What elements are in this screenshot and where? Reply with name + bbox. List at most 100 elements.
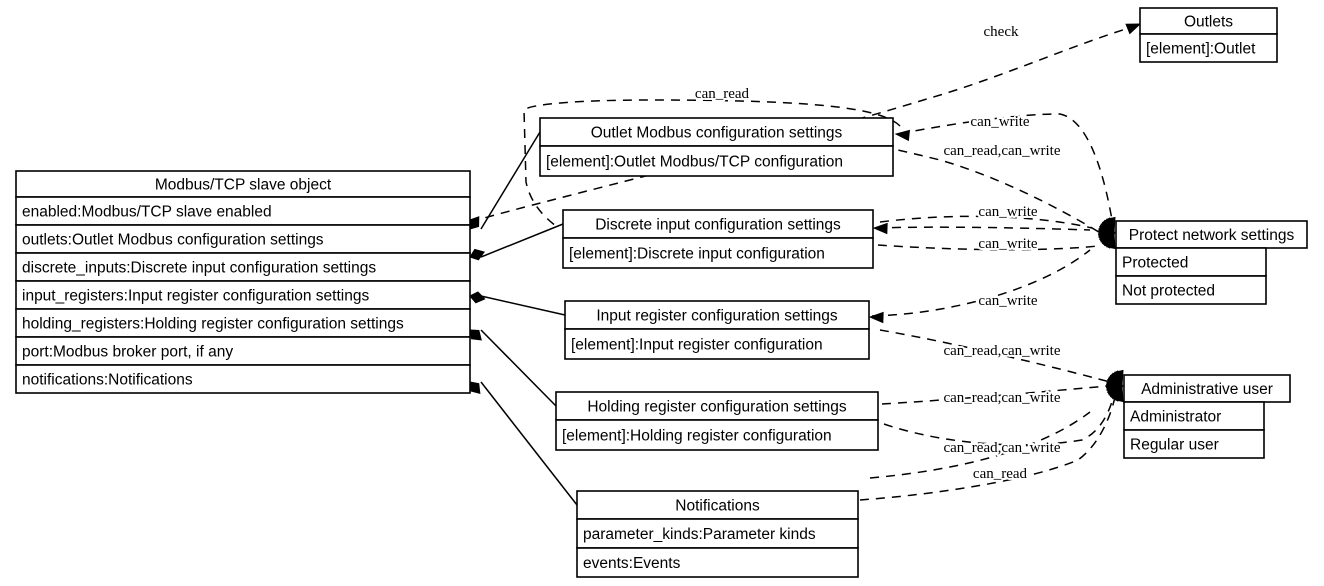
class-attribute-text: holding_registers:Holding register confi… <box>22 316 404 333</box>
composition-diamond-icon <box>469 291 486 304</box>
edge-label-halo: can_read <box>973 466 1028 482</box>
dependency-edge-dep-notifications-to-admin <box>869 411 1091 479</box>
edge-label-halo: can_write <box>978 204 1037 220</box>
dependency-line <box>897 113 1115 233</box>
arrowhead-icon <box>1106 216 1116 235</box>
dependency-edge-dep-discrete-can-write-2 <box>877 244 1099 251</box>
composition-edge-comp-input-registers <box>469 291 566 316</box>
class-box-input-register-configuration-settings[interactable]: Input register configuration settings[el… <box>564 300 870 360</box>
dependency-line <box>879 215 1093 229</box>
class-title-text: Administrative user <box>1141 381 1273 398</box>
edge-label-halo: can_read,can_write <box>943 440 1060 456</box>
edge-label-dep-holding-can-read-can-write: can_read,can_write <box>943 390 1060 406</box>
edge-label-halo: can_read,can_write <box>943 143 1060 159</box>
edge-labels-layer: checkcheckcan_readcan_readcan_writecan_w… <box>693 22 1063 484</box>
class-attribute-cell <box>1139 33 1278 63</box>
composition-line <box>480 131 541 230</box>
dependency-edge-dep-discrete-can-write-1 <box>872 222 1091 235</box>
edge-label-halo: can_write <box>978 236 1037 252</box>
class-title-cell <box>1123 374 1291 403</box>
dependency-edge-dep-outlet-cfg-can-read <box>523 99 901 227</box>
edge-label-dep-discrete-can-write-1: can_write <box>978 204 1037 220</box>
dependency-line <box>875 226 1091 231</box>
edge-label-halo: check <box>984 24 1019 40</box>
edge-label-dep-input-reg-can-read-can-write: can_read,can_write <box>943 343 1060 359</box>
edge-label-dep-discrete-can-write-2: can_write <box>978 236 1037 252</box>
class-attribute-text: [element]:Discrete input configuration <box>569 246 825 263</box>
edges-layer <box>469 23 1142 506</box>
class-attribute-cell <box>1115 275 1267 305</box>
class-title-cell <box>15 170 471 198</box>
class-title-text: Outlets <box>1184 14 1233 31</box>
edge-label-dep-input-reg-can-write: can_write <box>978 293 1037 309</box>
composition-diamond-icon <box>469 329 482 341</box>
dependency-edge-dep-notifications-can-read <box>859 391 1117 501</box>
class-attribute-cell <box>15 336 471 366</box>
class-attribute-text: enabled:Modbus/TCP slave enabled <box>22 204 272 221</box>
arrowhead-icon <box>868 311 884 324</box>
dependency-line <box>523 99 901 227</box>
composition-line <box>480 223 564 258</box>
dependency-edge-dep-outlets-check <box>469 23 1142 223</box>
dependency-line <box>859 391 1117 501</box>
class-box-holding-register-configuration-settings[interactable]: Holding register configuration settings[… <box>555 391 879 451</box>
composition-line <box>480 381 578 506</box>
edge-label-dep-holding-can-read-can-write-2: can_read,can_write <box>943 440 1060 456</box>
edge-label-halo: can_write <box>970 114 1029 130</box>
class-box-administrative-user[interactable]: Administrative userAdministratorRegular … <box>1123 374 1291 459</box>
edge-label-dep-outlet-cfg-can-read: can_read <box>695 86 750 102</box>
class-title-cell <box>539 117 894 147</box>
class-attribute-cell <box>1123 429 1265 459</box>
class-box-outlet-modbus-configuration-settings[interactable]: Outlet Modbus configuration settings[ele… <box>539 117 894 177</box>
dependency-line <box>897 149 1113 241</box>
arrowhead-icon <box>1125 23 1142 35</box>
dependency-edge-dep-discrete-to-protect <box>879 215 1093 229</box>
class-attribute-cell <box>539 145 894 177</box>
class-attribute-text: Protected <box>1122 255 1188 272</box>
dependency-edge-dep-input-reg-can-read-can-write <box>879 329 1111 383</box>
composition-diamond-icon <box>469 248 485 261</box>
class-attribute-cell <box>555 419 879 451</box>
class-attribute-text: notifications:Notifications <box>22 372 193 389</box>
class-attribute-text: Regular user <box>1130 437 1219 454</box>
class-attribute-text: input_registers:Input register configura… <box>22 288 369 305</box>
class-box-outlets[interactable]: Outlets[element]:Outlet <box>1139 7 1278 63</box>
edge-label-halo: can_read,can_write <box>943 390 1060 406</box>
class-title-text: Outlet Modbus configuration settings <box>591 125 843 142</box>
class-attribute-cell <box>15 224 471 254</box>
edge-label-dep-outlet-cfg-can-read-can-write: can_read,can_write <box>943 143 1060 159</box>
edge-label-dep-outlets-check: check <box>984 24 1019 40</box>
class-box-discrete-input-configuration-settings[interactable]: Discrete input configuration settings [el… <box>562 209 874 269</box>
dependency-edge-dep-input-reg-can-write <box>868 249 1091 324</box>
class-attribute-cell <box>15 280 471 310</box>
arrowhead-icon <box>894 129 911 142</box>
class-attribute-cell <box>15 196 471 226</box>
class-attribute-text: discrete_inputs:Discrete input configura… <box>22 260 376 277</box>
edge-label-halo: can_read <box>695 86 750 102</box>
class-attribute-text: events:Events <box>583 555 681 572</box>
class-attribute-cell <box>576 518 859 549</box>
class-box-modbus-slave-object[interactable]: Modbus/TCP slave object enabled:Modbus/TC… <box>15 170 471 394</box>
dependency-line <box>881 385 1109 405</box>
composition-line <box>480 295 566 316</box>
class-attribute-text: outlets:Outlet Modbus configuration sett… <box>22 232 324 249</box>
class-title-cell <box>1115 220 1308 249</box>
dependency-line <box>879 329 1111 383</box>
class-attribute-cell <box>15 364 471 394</box>
class-attribute-text: Not protected <box>1122 283 1215 300</box>
classes-layer: Modbus/TCP slave object enabled:Modbus/TC… <box>15 7 1308 578</box>
class-title-text: Modbus/TCP slave object <box>155 177 332 194</box>
arrowhead-icon <box>1114 369 1124 388</box>
class-title-cell <box>576 490 859 520</box>
class-title-cell <box>555 391 879 421</box>
dependency-line <box>869 411 1091 479</box>
dependency-line <box>883 393 1115 446</box>
class-title-text: Discrete input configuration settings <box>595 217 841 234</box>
composition-edge-comp-holding-registers <box>469 329 557 407</box>
arrowhead-icon <box>872 222 888 235</box>
class-title-text: Notifications <box>675 498 760 515</box>
class-attribute-text: port:Modbus broker port, if any <box>22 344 233 361</box>
